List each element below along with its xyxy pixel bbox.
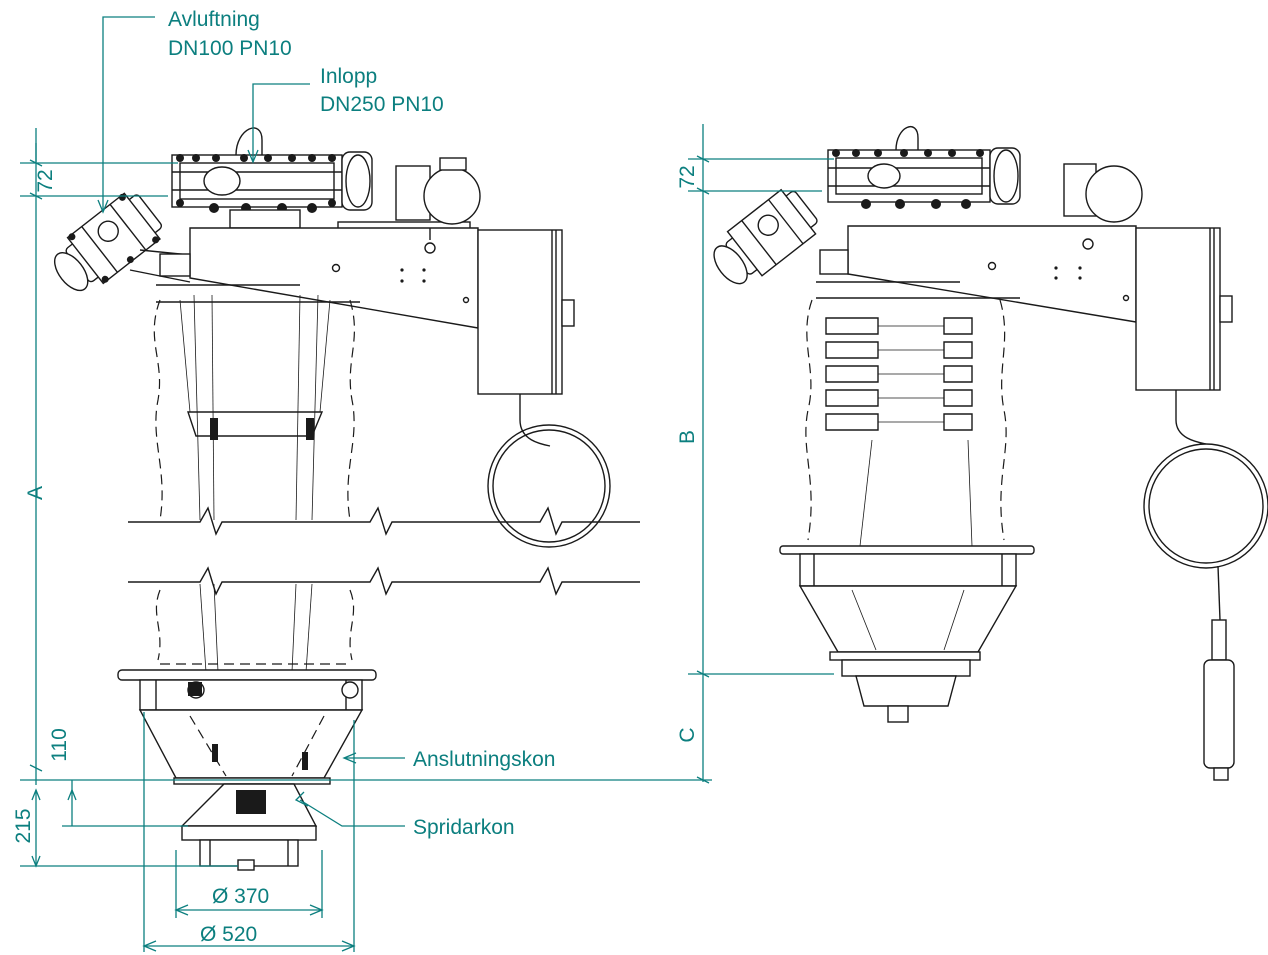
left-control-box [395,157,611,548]
inlet-label-line1: Inlopp [320,65,377,88]
left-inlet-assembly [171,127,471,233]
dimension-values: 72 A 110 215 Ø 370 Ø 520 72 B C [12,165,699,946]
dim-dia-520: Ø 520 [200,923,257,946]
dim-right-b: B [676,430,699,444]
dim-dia-370: Ø 370 [212,885,269,908]
left-view [53,127,640,871]
left-connection-cone [138,709,364,779]
dimension-lines [20,16,834,952]
dim-left-a: A [24,486,47,500]
dim-right-72: 72 [676,165,699,188]
inlet-label-line2: DN250 PN10 [320,93,444,116]
callout-labels: Avluftning DN100 PN10 Inlopp DN250 PN10 … [168,8,555,839]
left-break-lines [128,506,640,596]
dim-left-110: 110 [48,728,71,761]
left-vent-valve [53,192,163,292]
spreader-cone-label: Spridarkon [413,816,515,839]
connection-cone-label: Anslutningskon [413,748,555,771]
dim-right-c: C [676,727,699,742]
vent-label-line1: Avluftning [168,8,260,31]
right-view [713,126,1268,781]
right-spring-stack [825,317,973,431]
dim-left-72: 72 [34,169,57,192]
right-housing [847,225,1137,323]
left-sock-left-edge [153,299,163,521]
left-housing [189,227,479,329]
dim-left-215: 215 [12,808,35,843]
vent-label-line2: DN100 PN10 [168,37,292,60]
